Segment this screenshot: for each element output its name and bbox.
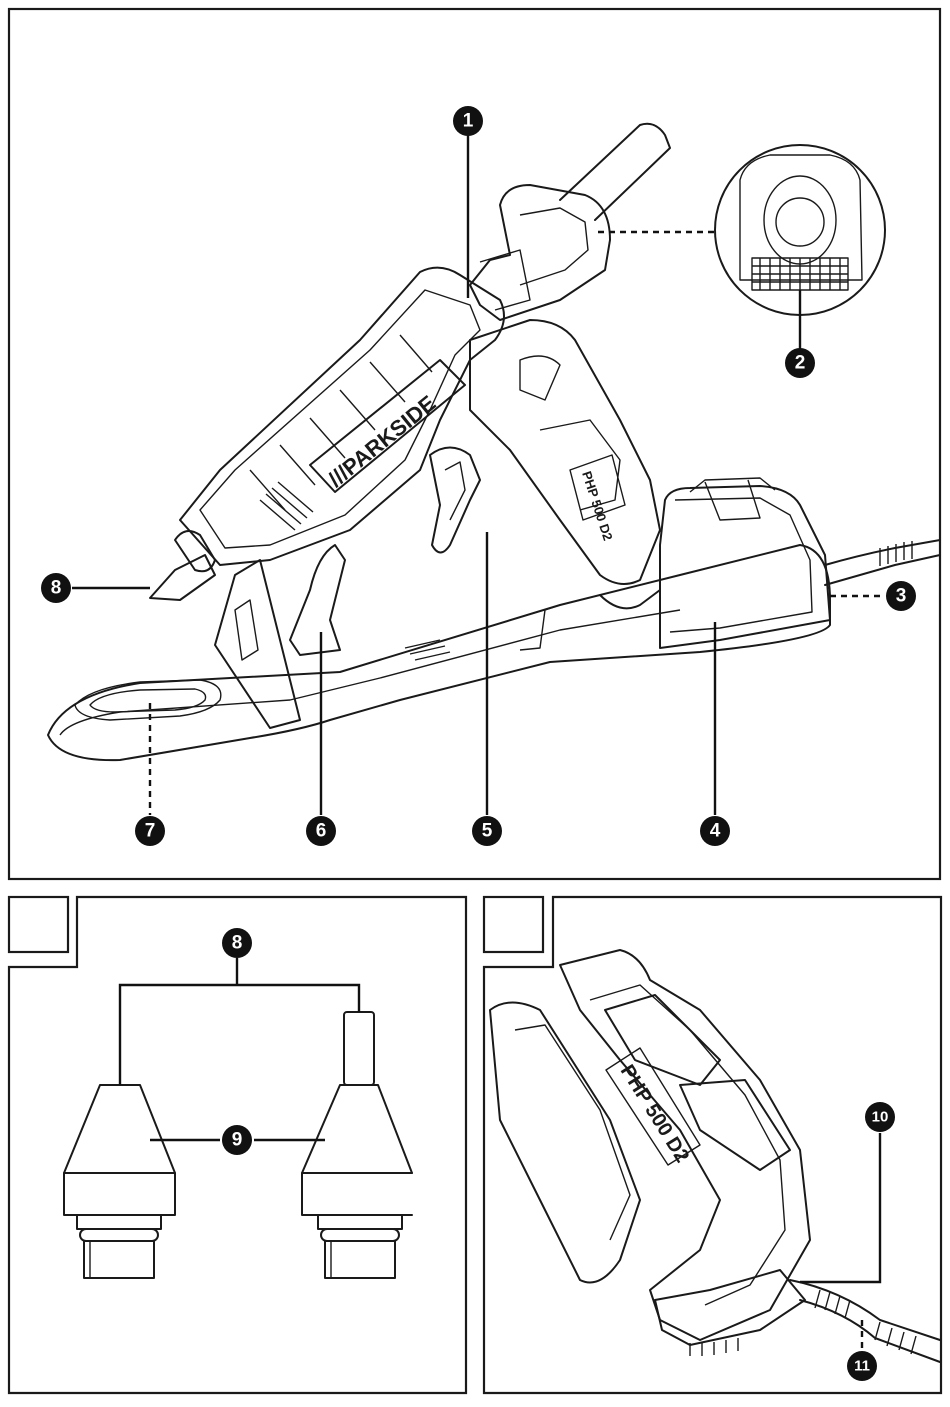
callout-10: 10 xyxy=(865,1102,895,1132)
callout-6: 6 xyxy=(306,816,336,846)
callout-5: 5 xyxy=(472,816,502,846)
svg-text:10: 10 xyxy=(872,1109,889,1126)
svg-text:8: 8 xyxy=(51,578,62,599)
svg-text:5: 5 xyxy=(482,821,493,842)
callout-9: 9 xyxy=(222,1125,252,1155)
svg-text:1: 1 xyxy=(463,111,474,132)
detail-frame xyxy=(484,897,941,1393)
detail-figure-tab xyxy=(484,897,543,952)
svg-text:11: 11 xyxy=(854,1358,870,1375)
overview-frame xyxy=(9,9,940,879)
callout-7: 7 xyxy=(135,816,165,846)
svg-text:7: 7 xyxy=(145,821,156,842)
svg-text:6: 6 xyxy=(316,821,327,842)
nozzles-panel: 8 9 xyxy=(9,897,466,1393)
svg-text:8: 8 xyxy=(232,933,243,954)
detail-panel: PHP 500 D2 10 11 xyxy=(484,897,941,1393)
svg-text:3: 3 xyxy=(896,586,907,607)
callout-1: 1 xyxy=(453,106,483,136)
callout-11: 11 xyxy=(847,1351,877,1381)
callout-8-nozzles: 8 xyxy=(222,928,252,958)
svg-text:2: 2 xyxy=(795,353,806,374)
callout-8-overview: 8 xyxy=(41,573,71,603)
svg-text:4: 4 xyxy=(710,821,721,842)
callout-3: 3 xyxy=(886,581,916,611)
callout-2: 2 xyxy=(785,348,815,378)
nozzles-figure-tab xyxy=(9,897,68,952)
overview-panel: ///PARKSIDE PHP 500 D2 xyxy=(9,9,940,879)
svg-text:9: 9 xyxy=(232,1130,243,1151)
callout-4: 4 xyxy=(700,816,730,846)
